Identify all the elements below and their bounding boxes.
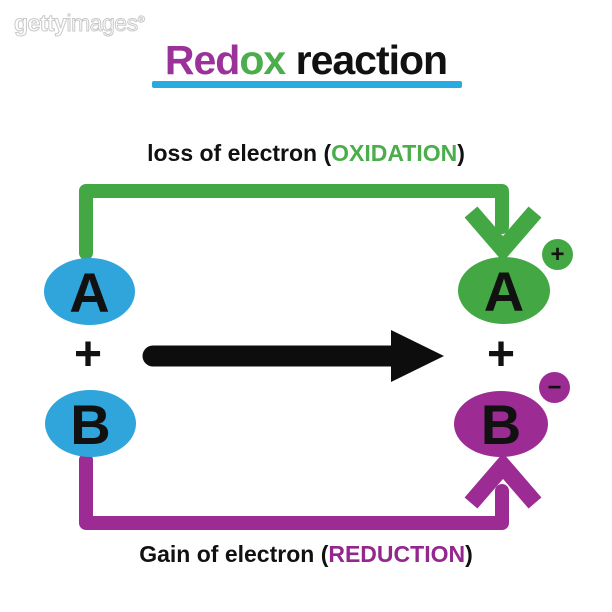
product-b-negative-charge-badge: − (539, 372, 570, 403)
product-b-letter: B (480, 393, 522, 456)
product-b-circle: B (454, 391, 548, 457)
oxidation-label-suffix: ) (457, 140, 465, 166)
watermark-getty-text: getty (13, 10, 67, 37)
gettyimages-watermark: gettyimages® (13, 10, 145, 37)
title-red-part: Red (164, 37, 240, 83)
product-a-letter: A (483, 259, 525, 323)
product-a-circle: A (458, 257, 550, 324)
title-underline-bar (152, 81, 462, 88)
reactant-a-letter: A (69, 260, 110, 324)
product-a-positive-charge-badge: + (542, 239, 573, 270)
reactant-b-circle: B (45, 390, 136, 457)
oxidation-label-prefix: loss of electron ( (147, 140, 332, 166)
product-plus-sign: + (486, 328, 516, 381)
reactant-a-circle: A (44, 258, 135, 325)
reduction-keyword: REDUCTION (328, 541, 466, 567)
reactant-plus-sign: + (73, 328, 103, 381)
reduction-arrowhead-chevron-up-icon (464, 453, 542, 509)
page-title: Redox reaction (0, 38, 612, 82)
oxidation-label: loss of electron (OXIDATION) (0, 140, 612, 167)
title-reaction-part: reaction (285, 37, 448, 83)
oxidation-arrow-path (79, 184, 509, 260)
watermark-images-text: images (66, 10, 139, 37)
reduction-label: Gain of electron (REDUCTION) (0, 541, 612, 568)
registered-mark: ® (137, 14, 145, 26)
reactant-b-letter: B (70, 392, 111, 456)
reduction-label-suffix: ) (465, 541, 473, 567)
reduction-arrow-path (79, 453, 509, 530)
title-ox-part: ox (239, 37, 286, 83)
reaction-arrowhead-right-icon (391, 330, 444, 382)
oxidation-arrowhead-chevron-down-icon (464, 206, 542, 262)
oxidation-keyword: OXIDATION (331, 140, 458, 166)
reduction-label-prefix: Gain of electron ( (139, 541, 329, 567)
